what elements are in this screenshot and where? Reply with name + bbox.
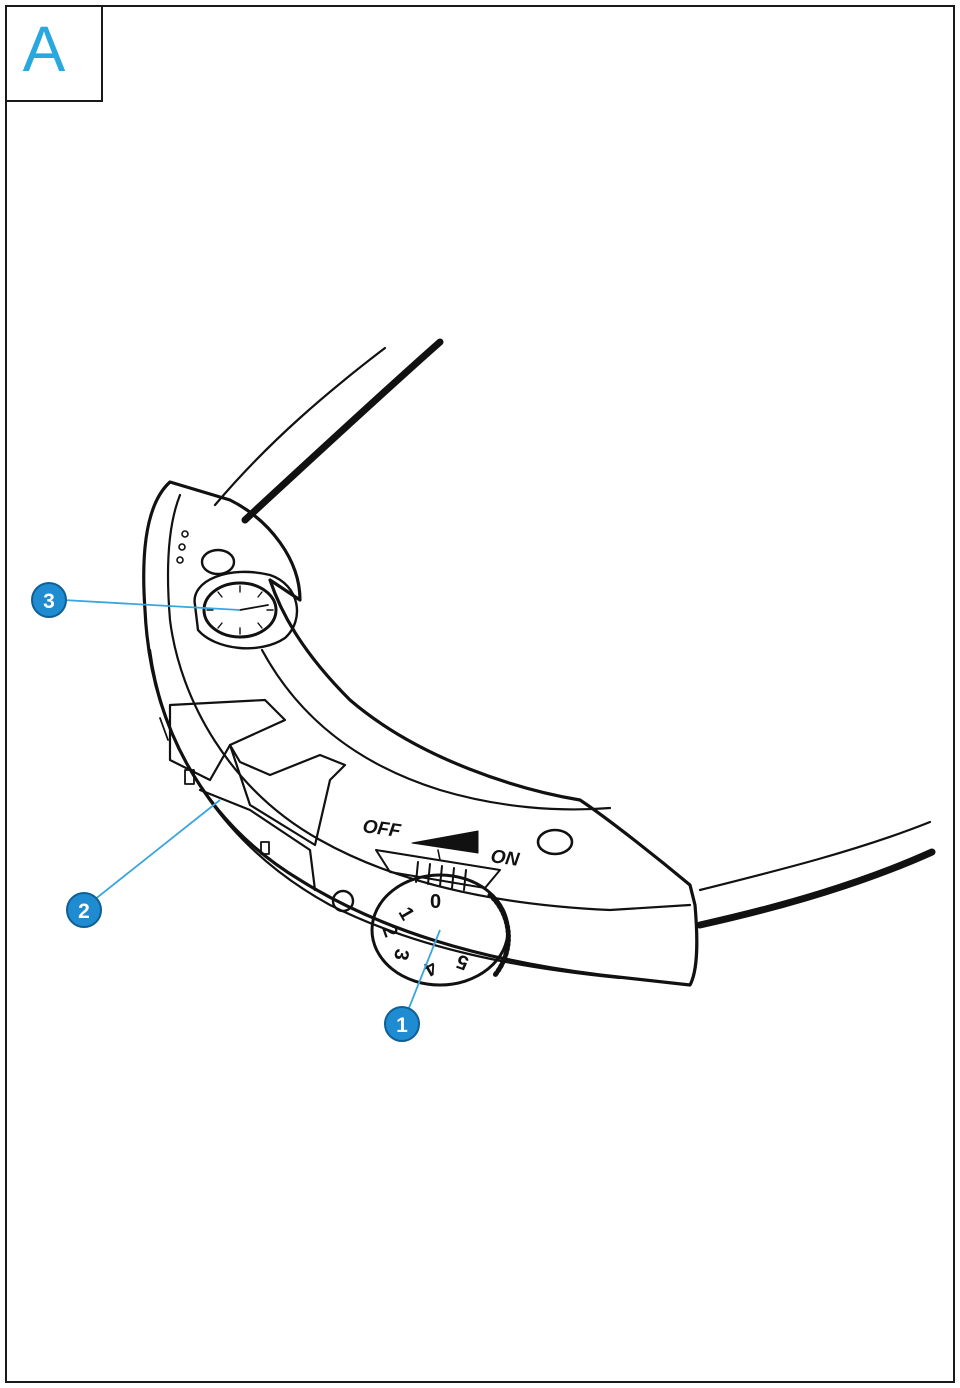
callout-label-1: 1 — [396, 1014, 408, 1037]
indicator-slot-2 — [260, 841, 270, 855]
dial-number-3: 3 — [389, 947, 413, 962]
dial-number-1: 1 — [394, 904, 419, 925]
dial-number-4: 4 — [419, 956, 440, 981]
callout-badge-3: 3 — [31, 582, 67, 618]
cable-upper-inner — [213, 346, 387, 507]
housing-top-edge — [166, 493, 692, 912]
gauge-dial-icon — [202, 581, 278, 639]
switch-marker — [437, 849, 441, 861]
leader-line-2 — [83, 799, 221, 909]
front-module-lower — [198, 788, 317, 892]
panel-letter-box: A — [5, 5, 103, 102]
gauge-ticks — [206, 585, 274, 635]
callout-badge-1: 1 — [384, 1006, 420, 1042]
round-button-icon — [200, 548, 236, 576]
led-dot-2 — [178, 543, 186, 551]
front-module-top — [168, 698, 287, 782]
callout-label-3: 3 — [43, 590, 55, 613]
housing-side-band — [148, 648, 622, 980]
jack-hole — [331, 889, 355, 913]
panel-letter: A — [22, 13, 66, 85]
switch-on-label: ON — [489, 846, 521, 871]
side-mark — [159, 717, 169, 741]
led-dot-3 — [176, 556, 184, 564]
indicator-slot-1 — [184, 769, 195, 785]
figure-frame — [5, 5, 955, 1383]
switch-button-icon — [536, 828, 574, 856]
led-dot-1 — [181, 530, 189, 538]
callout-label-2: 2 — [78, 900, 90, 923]
gauge-housing — [193, 570, 299, 650]
dial-number-2: 2 — [377, 922, 401, 940]
slider-track — [375, 849, 501, 889]
housing-inner-curve — [260, 648, 612, 811]
switch-off-label: OFF — [361, 816, 403, 842]
dial-knurl — [487, 892, 511, 978]
switch-ramp — [411, 830, 479, 854]
dial-number-0: 0 — [430, 891, 441, 913]
front-module-slot — [228, 743, 347, 847]
leader-line-3 — [62, 599, 241, 611]
cable-right-inner — [698, 820, 932, 892]
cable-upper-outer — [241, 338, 444, 524]
dial-number-5: 5 — [454, 949, 472, 973]
callout-badge-2: 2 — [66, 892, 102, 928]
cable-right-outer — [696, 848, 936, 929]
